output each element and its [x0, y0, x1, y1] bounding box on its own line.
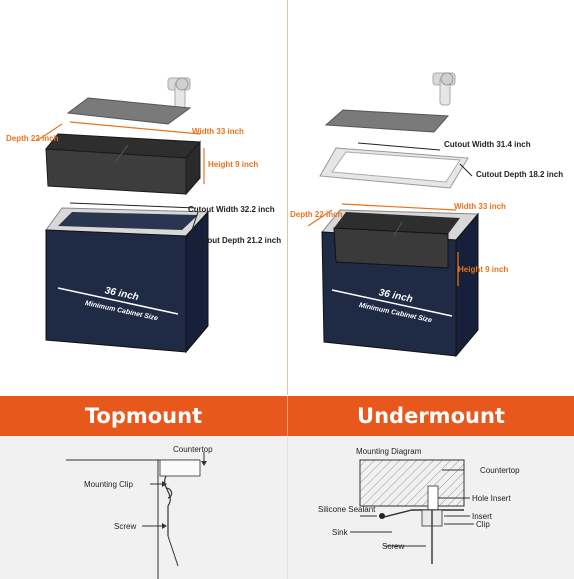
drainboard	[66, 97, 192, 125]
undermount-title: Undermount	[357, 404, 505, 428]
dim-width: Width 33 inch	[192, 127, 244, 136]
label-countertop: Countertop	[173, 445, 213, 454]
undermount-illustration: Cutout Width 31.4 inch Cutout Depth 18.2…	[290, 72, 563, 358]
column-divider	[287, 0, 288, 395]
faucet-icon	[432, 72, 456, 106]
topmount-illustration: Depth 22 inch Width 33 inch Height 9 inc…	[6, 77, 281, 354]
dim-depth: Depth 22 inch	[6, 134, 59, 143]
label-screw: Screw	[114, 522, 136, 531]
drainboard	[324, 109, 450, 133]
label-mounting-clip: Mounting Clip	[84, 480, 133, 489]
dim-cutout-width: Cutout Width 31.4 inch	[444, 140, 531, 149]
sink-basin	[45, 133, 202, 196]
label-hole-insert: Hole Insert	[472, 494, 511, 503]
dim-height: Height 9 inch	[458, 265, 508, 274]
topmount-title: Topmount	[84, 404, 203, 428]
dim-height: Height 9 inch	[208, 160, 258, 169]
undermount-mounting-diagram: Mounting Diagram Countertop Hole Insert …	[318, 447, 520, 564]
cabinet	[45, 207, 210, 354]
label-screw: Screw	[382, 542, 404, 551]
lower-divider	[287, 436, 288, 579]
dim-depth: Depth 22 inch	[290, 210, 343, 219]
dim-width: Width 33 inch	[454, 202, 506, 211]
dim-cutout-depth: Cutout Depth 18.2 inch	[476, 170, 563, 179]
topmount-mounting-diagram: Countertop Mounting Clip Screw	[66, 445, 213, 579]
label-silicone-sealant: Silicone Sealant	[318, 505, 376, 514]
faucet-icon	[167, 77, 191, 111]
banner-divider	[287, 396, 288, 436]
sink-basin	[333, 212, 460, 269]
label-mounting-diagram: Mounting Diagram	[356, 447, 422, 456]
label-insert: Insert	[472, 512, 493, 521]
label-countertop: Countertop	[480, 466, 520, 475]
label-sink: Sink	[332, 528, 349, 537]
label-clip: Clip	[476, 520, 490, 529]
dim-cutout-depth: Cutout Depth 21.2 inch	[194, 236, 281, 245]
cutout-frame	[319, 147, 469, 189]
dim-cutout-width: Cutout Width 32.2 inch	[188, 205, 275, 214]
